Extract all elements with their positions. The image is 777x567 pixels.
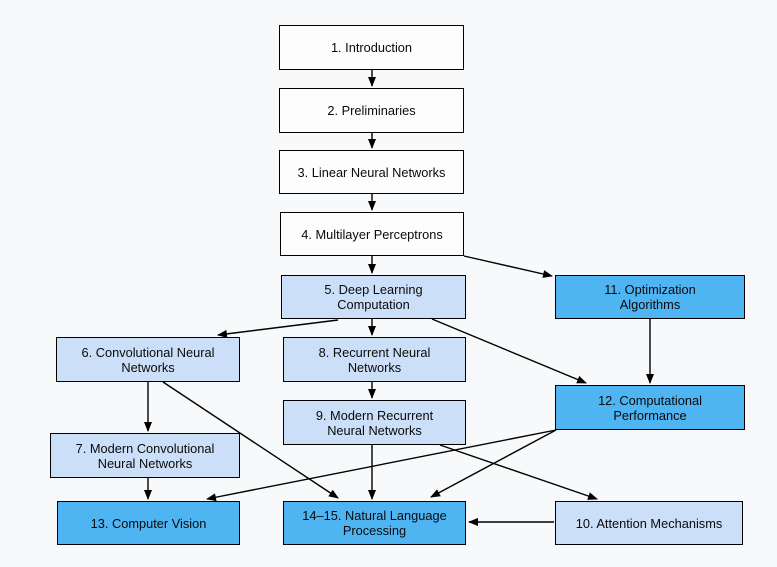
node-attention-mechanisms: 10. Attention Mechanisms: [555, 501, 743, 545]
node-modern-convolutional-neural-networks: 7. Modern Convolutional Neural Networks: [50, 433, 240, 478]
node-preliminaries: 2. Preliminaries: [279, 88, 464, 133]
node-label: 13. Computer Vision: [90, 515, 207, 531]
edge-12-13: [206, 429, 557, 502]
node-computational-performance: 12. Computational Performance: [555, 385, 745, 430]
node-label: 2. Preliminaries: [327, 103, 416, 118]
node-label: 3. Linear Neural Networks: [297, 164, 446, 180]
node-label: 8. Recurrent Neural Networks: [318, 344, 431, 375]
edge-4-11: [463, 255, 553, 278]
node-label: 7. Modern Convolutional Neural Networks: [75, 440, 215, 471]
node-recurrent-neural-networks: 8. Recurrent Neural Networks: [283, 337, 466, 382]
node-introduction: 1. Introduction: [279, 25, 464, 70]
node-label: 10. Attention Mechanisms: [575, 515, 723, 531]
edge-12-14: [430, 429, 557, 498]
node-label: 4. Multilayer Perceptrons: [301, 226, 443, 242]
edge-9-10: [439, 444, 598, 500]
node-natural-language-processing: 14–15. Natural Language Processing: [283, 501, 466, 545]
node-modern-recurrent-neural-networks: 9. Modern Recurrent Neural Networks: [283, 400, 466, 445]
node-deep-learning-computation: 5. Deep Learning Computation: [281, 275, 466, 319]
node-optimization-algorithms: 11. Optimization Algorithms: [555, 275, 745, 319]
node-label: 6. Convolutional Neural Networks: [81, 344, 215, 375]
node-label: 5. Deep Learning Computation: [324, 282, 423, 312]
node-computer-vision: 13. Computer Vision: [57, 501, 240, 545]
node-multilayer-perceptrons: 4. Multilayer Perceptrons: [280, 212, 464, 256]
edge-5-6: [217, 319, 339, 338]
edge-5-12: [431, 318, 587, 384]
node-label: 12. Computational Performance: [598, 392, 702, 423]
node-label: 14–15. Natural Language Processing: [302, 508, 447, 538]
node-label: 9. Modern Recurrent Neural Networks: [315, 407, 434, 438]
node-label: 1. Introduction: [330, 40, 413, 55]
node-linear-neural-networks: 3. Linear Neural Networks: [279, 150, 464, 194]
node-convolutional-neural-networks: 6. Convolutional Neural Networks: [56, 337, 240, 382]
node-label: 11. Optimization Algorithms: [604, 282, 696, 312]
